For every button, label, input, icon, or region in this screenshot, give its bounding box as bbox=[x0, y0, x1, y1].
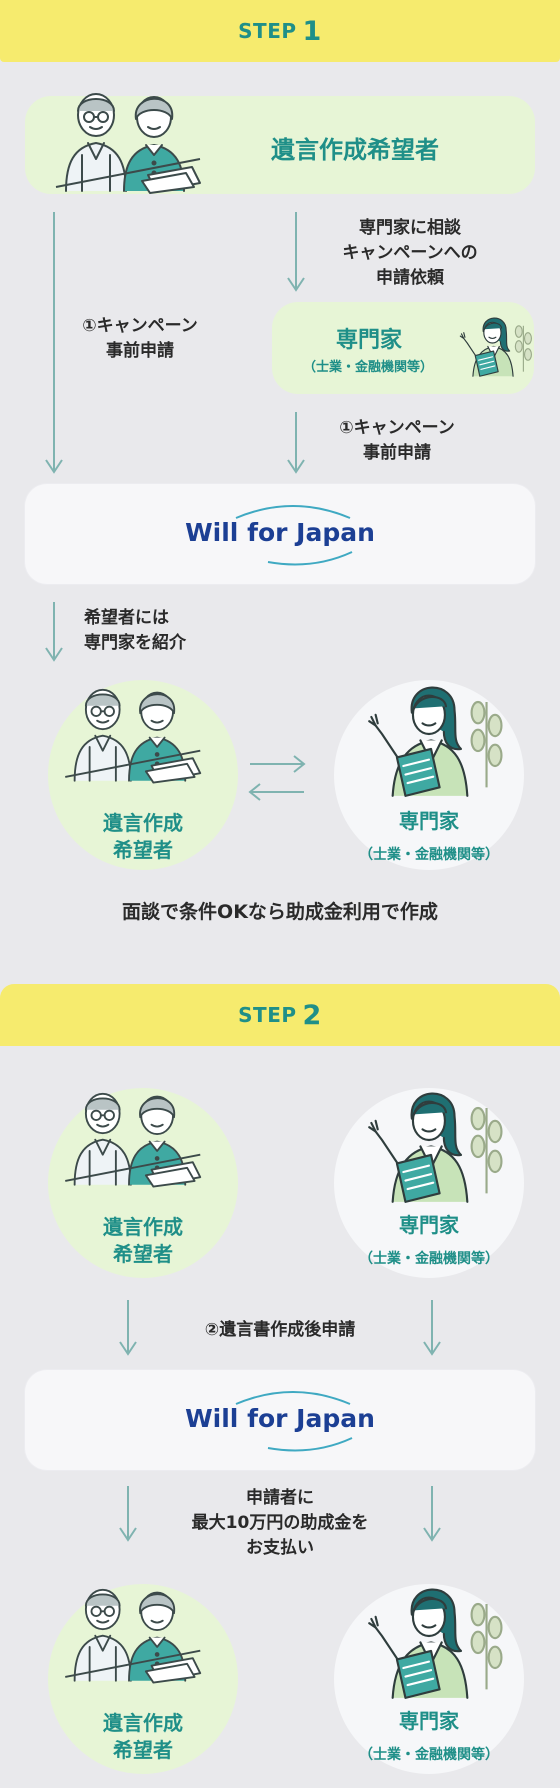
arrow-down-icon bbox=[45, 212, 63, 474]
pre-apply-left: ①キャンペーン 事前申請 bbox=[82, 316, 198, 361]
will-for-japan-logo: Will for Japan bbox=[185, 1404, 375, 1433]
arrow-down-icon bbox=[287, 212, 305, 292]
pre-apply-right: ①キャンペーン 事前申請 bbox=[339, 418, 455, 463]
after-apply-note: ②遺言書作成後申請 bbox=[204, 1320, 356, 1340]
arrow-down-icon bbox=[423, 1300, 441, 1356]
expert-circle-sub: （士業・金融機関等） bbox=[359, 847, 499, 863]
step2-number: 2 bbox=[302, 999, 322, 1031]
step1-number: 1 bbox=[302, 15, 322, 47]
elderly-couple-icon bbox=[64, 1092, 202, 1188]
bottom-note: 面談で条件OKなら助成金利用で作成 bbox=[122, 901, 438, 923]
expert-circle-sub: （士業・金融機関等） bbox=[359, 1747, 499, 1763]
step1-label: STEP bbox=[238, 19, 297, 43]
step1-band: STEP 1 bbox=[0, 0, 560, 62]
logo-swoosh-icon bbox=[235, 1391, 353, 1452]
applicant-circle-label: 遺言作成 希望者 bbox=[103, 1215, 183, 1266]
expert-circle-sub: （士業・金融機関等） bbox=[359, 1251, 499, 1267]
logo-swoosh-icon bbox=[235, 505, 353, 566]
applicant-circle-label: 遺言作成 希望者 bbox=[103, 1711, 183, 1762]
step2-label: STEP bbox=[238, 1003, 297, 1027]
applicant-title: 遺言作成希望者 bbox=[271, 136, 439, 164]
step2-band: STEP 2 bbox=[0, 984, 560, 1046]
elderly-couple-icon bbox=[64, 688, 202, 784]
consult-note: 専門家に相談 キャンペーンへの 申請依頼 bbox=[342, 218, 478, 288]
will-for-japan-box bbox=[25, 1370, 535, 1470]
expert-circle-title: 専門家 bbox=[399, 809, 459, 833]
arrow-down-icon bbox=[119, 1486, 137, 1542]
expert-circle-title: 専門家 bbox=[399, 1709, 459, 1733]
intro-note: 希望者には 専門家を紹介 bbox=[84, 608, 186, 653]
expert-woman-icon bbox=[459, 317, 533, 378]
arrow-down-icon bbox=[119, 1300, 137, 1356]
expert-sub: （士業・金融機関等） bbox=[302, 360, 433, 375]
exchange-arrows-icon bbox=[248, 755, 306, 801]
arrow-down-icon bbox=[45, 602, 63, 662]
will-for-japan-box bbox=[25, 484, 535, 584]
elderly-couple-icon bbox=[54, 92, 202, 195]
expert-title: 専門家 bbox=[335, 328, 402, 353]
payout-note: 申請者に 最大10万円の助成金を お支払い bbox=[191, 1488, 369, 1558]
applicant-circle-label: 遺言作成 希望者 bbox=[103, 811, 183, 862]
expert-circle-title: 専門家 bbox=[399, 1213, 459, 1237]
expert-woman-icon bbox=[368, 1588, 503, 1699]
expert-woman-icon bbox=[368, 1092, 503, 1203]
will-for-japan-logo: Will for Japan bbox=[185, 518, 375, 547]
arrow-down-icon bbox=[287, 412, 305, 474]
expert-woman-icon bbox=[368, 686, 503, 797]
arrow-down-icon bbox=[423, 1486, 441, 1542]
elderly-couple-icon bbox=[64, 1588, 202, 1684]
